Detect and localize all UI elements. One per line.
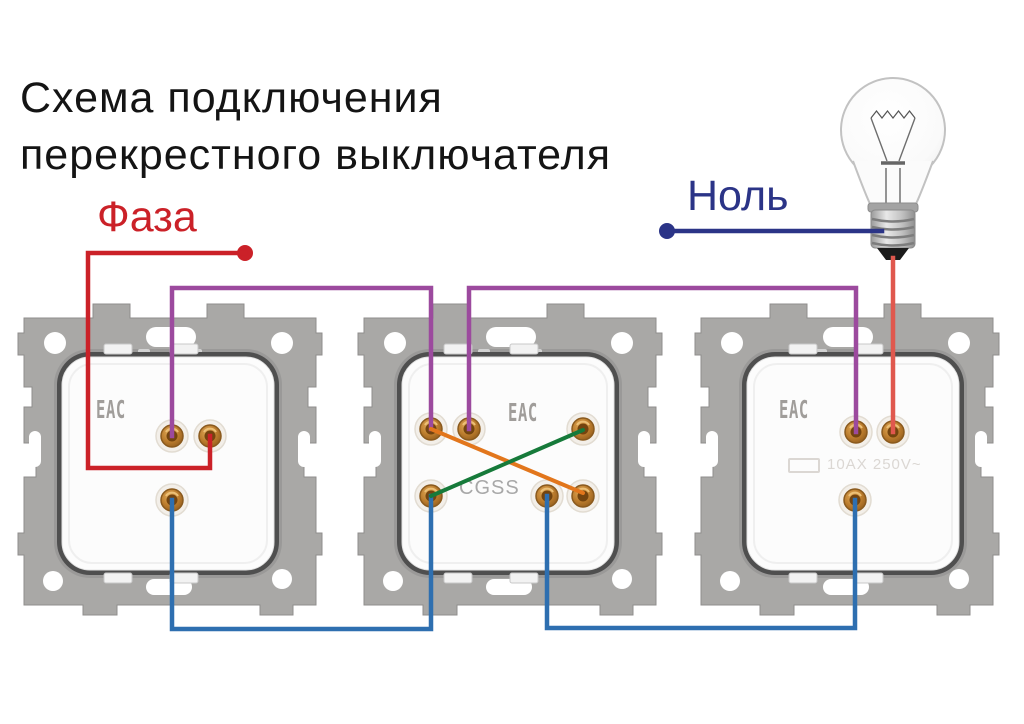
rating-label: 10AX 250V~ <box>788 456 922 473</box>
switch-1-top-left-terminal <box>155 419 189 453</box>
bulb-stem <box>885 168 901 204</box>
switch-2-top-terminal-2 <box>452 412 486 446</box>
phase-label: Фаза <box>97 193 197 241</box>
switch-2-bottom-terminal-1 <box>414 479 448 513</box>
brand-label: CGSS <box>459 477 520 499</box>
light-bulb <box>840 77 946 260</box>
title-line-2: перекрестного выключателя <box>20 131 612 179</box>
switch-2-top-terminal-3 <box>566 412 600 446</box>
switch-3-top-left-terminal <box>839 415 873 449</box>
switch-2-bottom-terminal-3 <box>566 479 600 513</box>
switch-2-assembly <box>357 303 663 616</box>
switch-1-bottom-terminal <box>155 483 189 517</box>
brand-emblem <box>788 457 820 473</box>
bulb-contact-tip <box>877 248 909 260</box>
switch-3-top-right-terminal <box>876 415 910 449</box>
neutral-label: Ноль <box>687 172 789 220</box>
eac-certification-logo: ЕАС <box>96 395 126 424</box>
title-line-1: Схема подключения <box>20 74 443 122</box>
switch-1-assembly <box>17 303 323 616</box>
switch-2-bottom-terminal-2 <box>530 479 564 513</box>
switch-1-top-right-terminal <box>193 419 227 453</box>
eac-certification-logo: ЕАС <box>779 395 809 424</box>
switch-2-top-terminal-1 <box>414 412 448 446</box>
eac-certification-logo: ЕАС <box>508 398 538 427</box>
bulb-filament <box>870 110 916 119</box>
diagram-title: Схема подключения перекрестного выключат… <box>20 70 611 184</box>
switch-3-bottom-terminal <box>838 483 872 517</box>
